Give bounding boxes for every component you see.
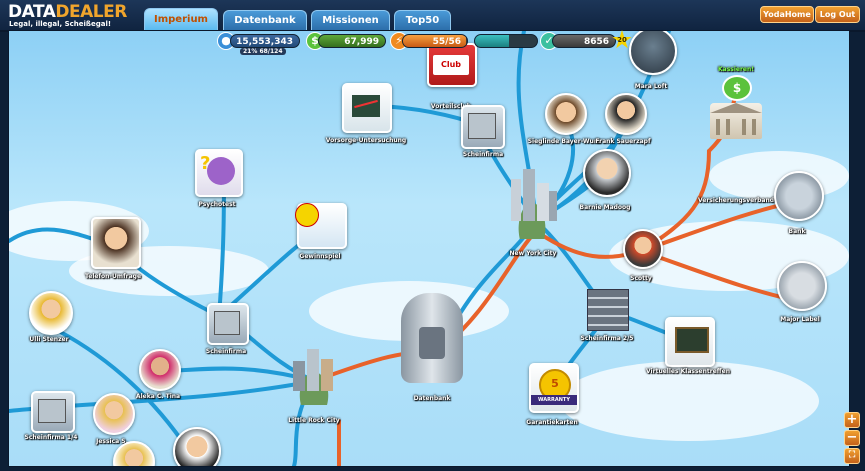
club-card-text: Club	[433, 55, 469, 75]
safe-icon	[31, 391, 75, 433]
database-machine-icon	[401, 293, 463, 383]
scheinfirma-left-label: Scheinfirma 1/4	[24, 434, 78, 441]
little-rock-city-icon	[281, 341, 347, 405]
telefonumfrage-avatar	[91, 217, 141, 269]
energy-value: 55/56	[432, 37, 461, 47]
sieglinde-label: Sieglinde Bayer-Wurz	[527, 138, 601, 145]
frank-label: Frank Sauerzapf	[595, 138, 651, 145]
scheinfirma-top-label: Scheinfirma	[462, 151, 504, 158]
mara-loft-avatar	[629, 31, 677, 75]
psychotest-label: Psychotest	[198, 201, 236, 208]
datenbank-label: Datenbank	[413, 395, 451, 402]
safe-icon	[207, 303, 249, 345]
game-logo[interactable]: DATADEALER Legal, illegal, Scheißegal!	[8, 2, 140, 28]
scheinfirma-mid-label: Scheinfirma	[205, 348, 247, 355]
cloud	[559, 361, 819, 441]
scotty-avatar	[623, 229, 663, 269]
bank-tower-icon	[774, 171, 824, 221]
lottery-ticket-icon	[295, 203, 347, 249]
bank-label: Bank	[788, 228, 806, 235]
top-bar: DATADEALER Legal, illegal, Scheißegal! I…	[0, 0, 865, 32]
warranty-ribbon: WARRANTY	[531, 395, 577, 405]
new-york-city-label: New York City	[509, 250, 557, 257]
new-york-city-icon	[501, 169, 563, 239]
kassieren-label: Kassieren!	[717, 66, 755, 73]
chalkboard-icon	[665, 317, 715, 367]
barnie-avatar	[583, 149, 631, 197]
gewinnspiel-label: Gewinnspiel	[299, 253, 341, 260]
server-rack-icon	[587, 289, 629, 331]
logo-tagline: Legal, illegal, Scheißegal!	[9, 20, 112, 28]
progress-bar-fill	[475, 35, 510, 47]
tab-top50[interactable]: Top50	[394, 10, 451, 31]
sieglinde-avatar	[545, 93, 587, 135]
users-counter: 15,553,343	[230, 34, 300, 48]
mara-loft-label: Mara Loft	[634, 83, 668, 90]
little-rock-label: Little Rock City	[288, 417, 340, 424]
telefonumfrage-label: Telefon-Umfrage	[84, 273, 142, 280]
scotty-label: Scotty	[630, 275, 652, 282]
fullscreen-icon[interactable]: ⛶	[844, 448, 860, 464]
scheinfirma-right-label: Scheinfirma 2/5	[580, 335, 634, 342]
tab-datenbank[interactable]: Datenbank	[223, 10, 307, 31]
yodahome-button[interactable]: YodaHome	[760, 6, 814, 23]
versicherungsverband-label: Versicherungsverband	[697, 197, 775, 204]
major-label-label: Major Label	[780, 316, 820, 323]
vorsorge-chart-icon	[342, 83, 392, 133]
safe-icon	[461, 105, 505, 149]
jessica-avatar	[93, 393, 135, 435]
energy-bar: 55/56	[402, 34, 468, 48]
aleka-label: Aleka C. Tina	[135, 393, 181, 400]
tab-missionen[interactable]: Missionen	[311, 10, 390, 31]
tab-imperium[interactable]: Imperium	[144, 8, 218, 31]
doctor-avatar	[173, 427, 221, 466]
logout-button[interactable]: Log Out	[815, 6, 860, 23]
ulli-avatar	[29, 291, 73, 335]
logo-text-dealer: DEALER	[55, 2, 127, 22]
money-counter: 67,999	[318, 34, 386, 48]
empire-map[interactable]: Mara Loft Club Vorteilsclub Kassieren! $…	[8, 30, 850, 467]
progress-bar	[474, 34, 538, 48]
jessica-label: Jessica S.	[96, 438, 128, 445]
energy-bar-fill	[403, 35, 466, 47]
brain-icon: ?	[195, 149, 243, 197]
zoom-out-button[interactable]: −	[844, 430, 860, 446]
virtuelles-label: Virtuelles Klassentreffen	[646, 368, 730, 375]
vorteilsclub-label: Vorteilsclub	[430, 103, 472, 110]
dollar-icon[interactable]: $	[722, 75, 752, 101]
barnie-label: Barnie Madoog	[579, 204, 631, 211]
ulli-label: Ulli Stenzer	[29, 336, 69, 343]
vorteilsclub-card-icon: Club	[427, 43, 477, 87]
frank-avatar	[605, 93, 647, 135]
zoom-in-button[interactable]: +	[844, 412, 860, 428]
logo-text-data: DATA	[8, 2, 56, 22]
major-label-building-icon	[777, 261, 827, 311]
aleka-avatar	[139, 349, 181, 391]
points-counter: 8656	[552, 34, 616, 48]
users-subtext: 21% 68/124	[240, 48, 286, 55]
warranty-badge-icon: 5 WARRANTY	[529, 363, 579, 413]
garantiekarten-label: Garantiekarten	[526, 419, 578, 426]
vorsorge-label: Vorsorge-Untersuchung	[325, 137, 407, 144]
insurance-building-icon	[710, 103, 762, 139]
